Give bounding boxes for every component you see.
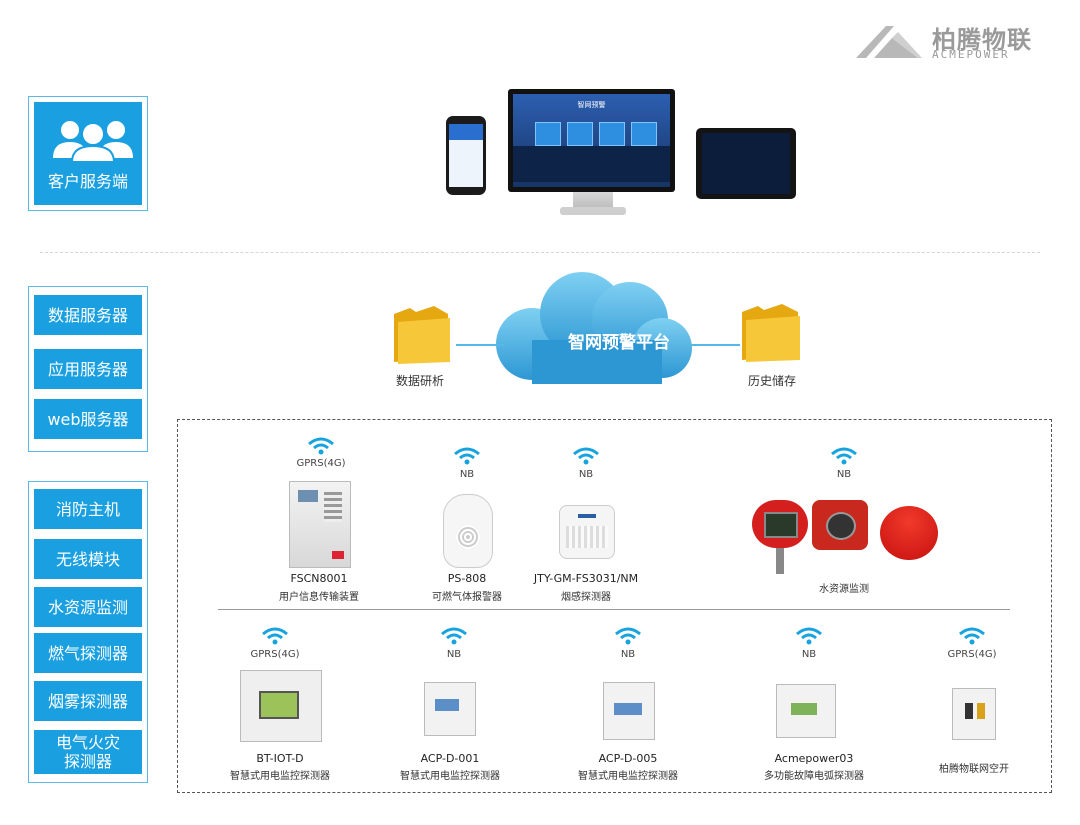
folder-label-right: 历史储存 bbox=[747, 374, 796, 388]
wifi-icon bbox=[796, 627, 822, 645]
device-image bbox=[289, 481, 351, 568]
servers-panel: 数据服务器 应用服务器 web服务器 bbox=[28, 286, 148, 452]
server-web-button[interactable]: web服务器 bbox=[34, 399, 142, 439]
category-water-monitor[interactable]: 水资源监测 bbox=[34, 587, 142, 627]
category-smoke-detector[interactable]: 烟雾探测器 bbox=[34, 681, 142, 721]
wifi-icon bbox=[308, 437, 334, 455]
device-image bbox=[424, 682, 476, 736]
device-image bbox=[443, 494, 493, 568]
users-icon bbox=[53, 121, 133, 162]
wifi-icon bbox=[831, 447, 857, 465]
server-app-button[interactable]: 应用服务器 bbox=[34, 349, 142, 389]
folder-icon-left bbox=[394, 306, 450, 364]
devices-box bbox=[177, 419, 1052, 793]
device-image bbox=[603, 682, 655, 740]
client-label: 客户服务端 bbox=[47, 172, 128, 191]
monitor-stand bbox=[573, 192, 613, 208]
server-data-button[interactable]: 数据服务器 bbox=[34, 295, 142, 335]
row-divider bbox=[218, 609, 1010, 610]
categories-panel: 消防主机 无线模块 水资源监测 燃气探测器 烟雾探测器 电气火灾 探测器 bbox=[28, 481, 148, 783]
monitor-base bbox=[560, 207, 626, 215]
wifi-icon bbox=[615, 627, 641, 645]
logo-mark-icon bbox=[856, 26, 922, 58]
monitor-device: 智网预警 bbox=[508, 89, 675, 192]
wifi-icon bbox=[454, 447, 480, 465]
monitor-title: 智网预警 bbox=[577, 101, 606, 109]
device-image bbox=[559, 505, 615, 559]
cloud-icon bbox=[496, 272, 692, 384]
wifi-icon bbox=[262, 627, 288, 645]
logo-name: 柏腾物联 bbox=[932, 26, 1032, 54]
device-image bbox=[776, 684, 836, 738]
link-left bbox=[456, 344, 504, 346]
wifi-icon bbox=[959, 627, 985, 645]
company-logo: 柏腾物联 ACMEPOWER bbox=[852, 20, 1052, 64]
client-button[interactable]: 客户服务端 bbox=[34, 102, 142, 205]
tablet-device bbox=[696, 128, 796, 199]
section-divider bbox=[40, 252, 1040, 253]
device-image bbox=[880, 506, 938, 560]
device-image bbox=[812, 500, 868, 550]
category-fire-host[interactable]: 消防主机 bbox=[34, 489, 142, 529]
category-electric-fire[interactable]: 电气火灾 探测器 bbox=[34, 730, 142, 774]
link-right bbox=[690, 344, 740, 346]
wifi-icon bbox=[441, 627, 467, 645]
category-wireless-module[interactable]: 无线模块 bbox=[34, 539, 142, 579]
client-panel: 客户服务端 bbox=[28, 96, 148, 211]
folder-label-left: 数据研析 bbox=[395, 374, 444, 388]
device-image bbox=[240, 670, 322, 742]
logo-subtitle: ACMEPOWER bbox=[932, 48, 1010, 61]
device-image bbox=[752, 500, 808, 548]
wifi-icon bbox=[573, 447, 599, 465]
folder-icon-right bbox=[742, 304, 800, 362]
platform-name: 智网预警平台 bbox=[568, 333, 670, 353]
category-gas-detector[interactable]: 燃气探测器 bbox=[34, 633, 142, 673]
device-image bbox=[952, 688, 996, 740]
phone-device bbox=[446, 116, 486, 195]
